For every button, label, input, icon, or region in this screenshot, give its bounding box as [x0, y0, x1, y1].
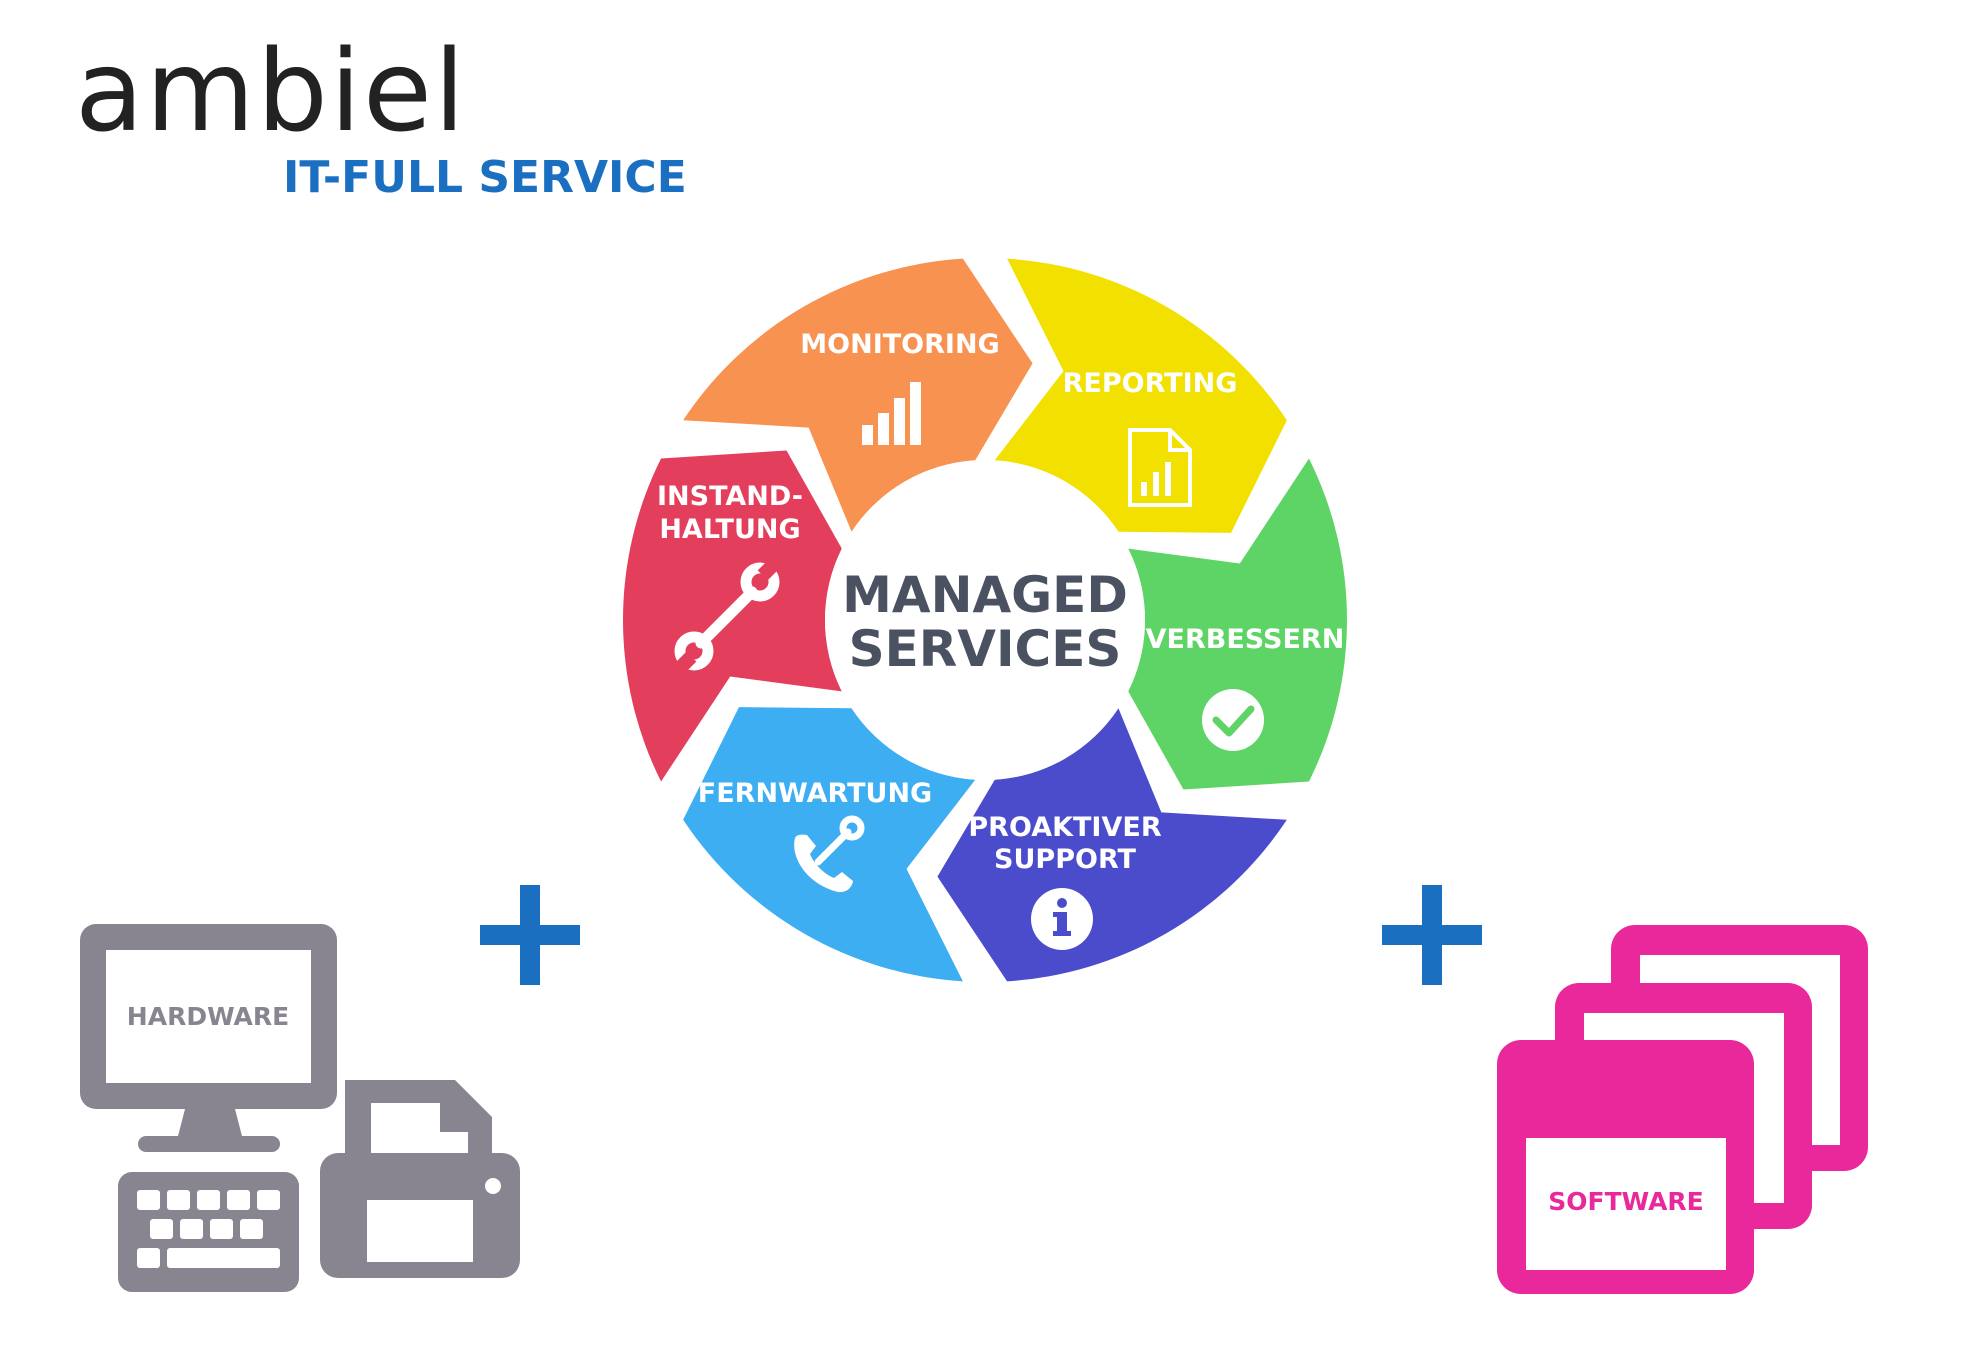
center-title-line2: SERVICES: [849, 620, 1122, 678]
center-circle: [825, 460, 1145, 780]
check-circle-icon: [1202, 689, 1264, 751]
segment-verbessern: [1128, 458, 1347, 790]
ambiel-logo: ambiel IT-FULL SERVICE: [75, 27, 687, 203]
report-document-icon: [1128, 428, 1192, 507]
logo-tagline: IT-FULL SERVICE: [283, 152, 687, 203]
info-circle-icon: [1031, 888, 1093, 950]
bar-chart-icon: [862, 382, 921, 445]
software-label: SOFTWARE: [1548, 1187, 1704, 1216]
plus-icon-right: [1382, 885, 1482, 985]
segment-proaktiver-support: [937, 708, 1287, 982]
computer-printer-icon: HARDWARE: [80, 924, 520, 1292]
segment-label-support: SUPPORT: [994, 844, 1136, 875]
segment-reporting: [994, 258, 1287, 533]
segment-label-proaktiver: PROAKTIVER: [968, 812, 1161, 843]
stacked-windows-icon: SOFTWARE: [1497, 925, 1868, 1294]
segment-fernwartung: [683, 707, 976, 982]
segment-label-reporting: REPORTING: [1063, 368, 1238, 399]
plus-icon-left: [480, 885, 580, 985]
segment-monitoring: [683, 258, 1033, 532]
segment-label-haltung: HALTUNG: [659, 514, 800, 545]
phone-tool-icon: [794, 815, 865, 893]
center-title-line1: MANAGED: [842, 566, 1128, 624]
segment-label-fernwartung: FERNWARTUNG: [698, 778, 932, 809]
segment-label-monitoring: MONITORING: [800, 329, 999, 360]
segment-label-verbessern: VERBESSERN: [1146, 624, 1345, 655]
logo-wordmark: ambiel: [75, 27, 467, 157]
segment-label-instand: INSTAND-: [657, 481, 803, 512]
hardware-label: HARDWARE: [127, 1002, 289, 1031]
wrench-icon: [674, 562, 780, 671]
printer-icon: [320, 1080, 520, 1278]
